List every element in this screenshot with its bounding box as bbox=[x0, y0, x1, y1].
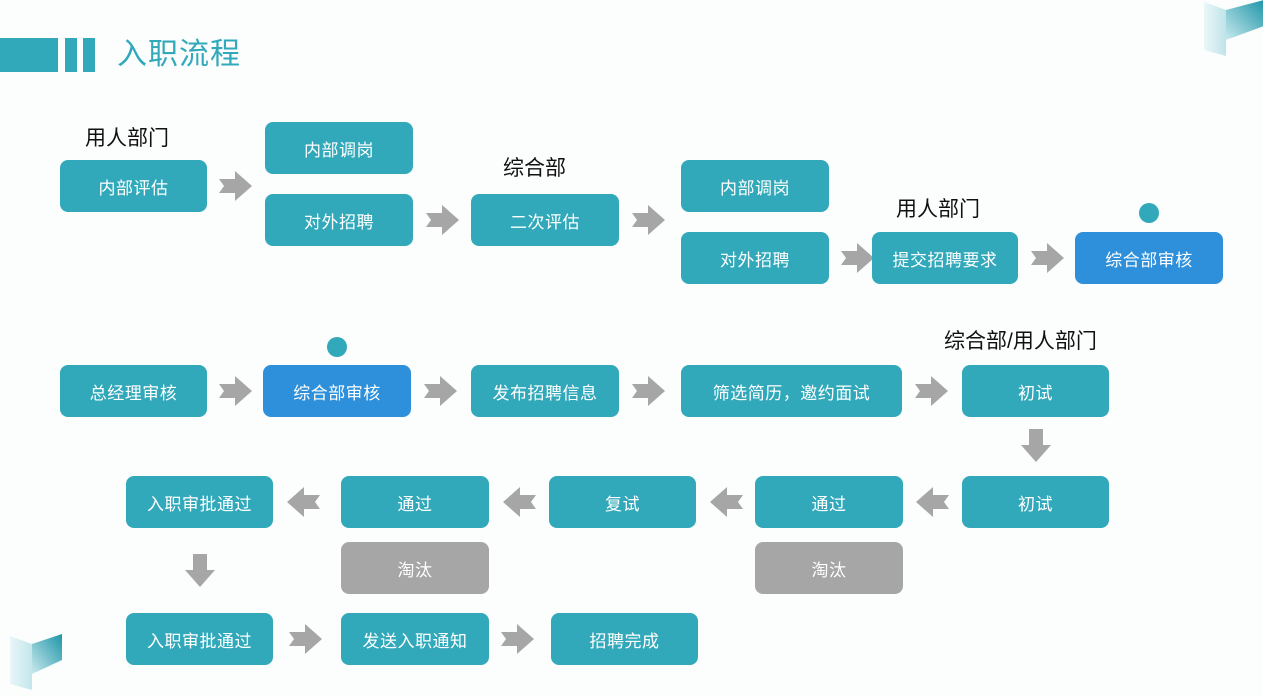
arrow-right-icon-6 bbox=[219, 375, 253, 407]
arrow-right-icon-5 bbox=[1031, 242, 1065, 274]
caption-general-department: 综合部 bbox=[503, 157, 566, 180]
status-dot-2 bbox=[327, 337, 347, 357]
arrow-down-icon-2 bbox=[184, 554, 216, 588]
node-onboarding-approved-2[interactable]: 入职审批通过 bbox=[126, 613, 273, 665]
logo-mark-icon-top-right bbox=[1196, 0, 1263, 62]
node-first-interview-2[interactable]: 初试 bbox=[962, 476, 1109, 528]
status-dot-1 bbox=[1139, 203, 1159, 223]
arrow-right-icon-11 bbox=[501, 623, 535, 655]
arrow-right-icon-2 bbox=[426, 204, 460, 236]
arrow-left-icon-4 bbox=[916, 486, 950, 518]
node-recruitment-complete[interactable]: 招聘完成 bbox=[551, 613, 698, 665]
node-external-recruitment-1[interactable]: 对外招聘 bbox=[265, 194, 413, 246]
node-send-onboarding-notice[interactable]: 发送入职通知 bbox=[341, 613, 489, 665]
node-internal-transfer-2[interactable]: 内部调岗 bbox=[681, 160, 829, 212]
title-bar-block-3 bbox=[83, 38, 95, 72]
node-general-manager-review[interactable]: 总经理审核 bbox=[60, 365, 207, 417]
arrow-right-icon-9 bbox=[915, 375, 949, 407]
arrow-right-icon-4 bbox=[841, 242, 875, 274]
node-submit-recruitment-request[interactable]: 提交招聘要求 bbox=[872, 232, 1018, 284]
node-second-interview[interactable]: 复试 bbox=[549, 476, 696, 528]
node-internal-transfer-1[interactable]: 内部调岗 bbox=[265, 122, 413, 174]
arrow-right-icon-7 bbox=[424, 375, 458, 407]
node-eliminated-2[interactable]: 淘汰 bbox=[755, 542, 903, 594]
arrow-left-icon-1 bbox=[287, 486, 321, 518]
arrow-left-icon-3 bbox=[710, 486, 744, 518]
logo-mark-icon-bottom-left bbox=[0, 630, 76, 697]
caption-hiring-department-2: 用人部门 bbox=[896, 198, 980, 221]
page-header: 入职流程 bbox=[0, 38, 241, 72]
node-publish-recruitment-info[interactable]: 发布招聘信息 bbox=[471, 365, 619, 417]
node-eliminated-1[interactable]: 淘汰 bbox=[341, 542, 489, 594]
node-internal-evaluation[interactable]: 内部评估 bbox=[60, 160, 207, 212]
title-bar-block-1 bbox=[0, 38, 58, 72]
node-pass-2[interactable]: 通过 bbox=[755, 476, 903, 528]
arrow-right-icon-10 bbox=[289, 623, 323, 655]
node-second-evaluation[interactable]: 二次评估 bbox=[471, 194, 619, 246]
caption-general-and-hiring-department: 综合部/用人部门 bbox=[944, 330, 1097, 353]
page-title: 入职流程 bbox=[117, 38, 241, 71]
arrow-right-icon-3 bbox=[632, 204, 666, 236]
title-bar-block-2 bbox=[65, 38, 77, 72]
arrow-left-icon-2 bbox=[503, 486, 537, 518]
node-external-recruitment-2[interactable]: 对外招聘 bbox=[681, 232, 829, 284]
node-onboarding-approved-1[interactable]: 入职审批通过 bbox=[126, 476, 273, 528]
node-first-interview-1[interactable]: 初试 bbox=[962, 365, 1109, 417]
node-pass-1[interactable]: 通过 bbox=[341, 476, 489, 528]
node-general-department-review-1[interactable]: 综合部审核 bbox=[1075, 232, 1223, 284]
arrow-down-icon-1 bbox=[1020, 429, 1052, 463]
node-screen-resume-invite-interview[interactable]: 筛选简历，邀约面试 bbox=[681, 365, 902, 417]
arrow-right-icon-1 bbox=[219, 170, 253, 202]
caption-hiring-department-1: 用人部门 bbox=[85, 127, 169, 150]
arrow-right-icon-8 bbox=[632, 375, 666, 407]
node-general-department-review-2[interactable]: 综合部审核 bbox=[263, 365, 411, 417]
